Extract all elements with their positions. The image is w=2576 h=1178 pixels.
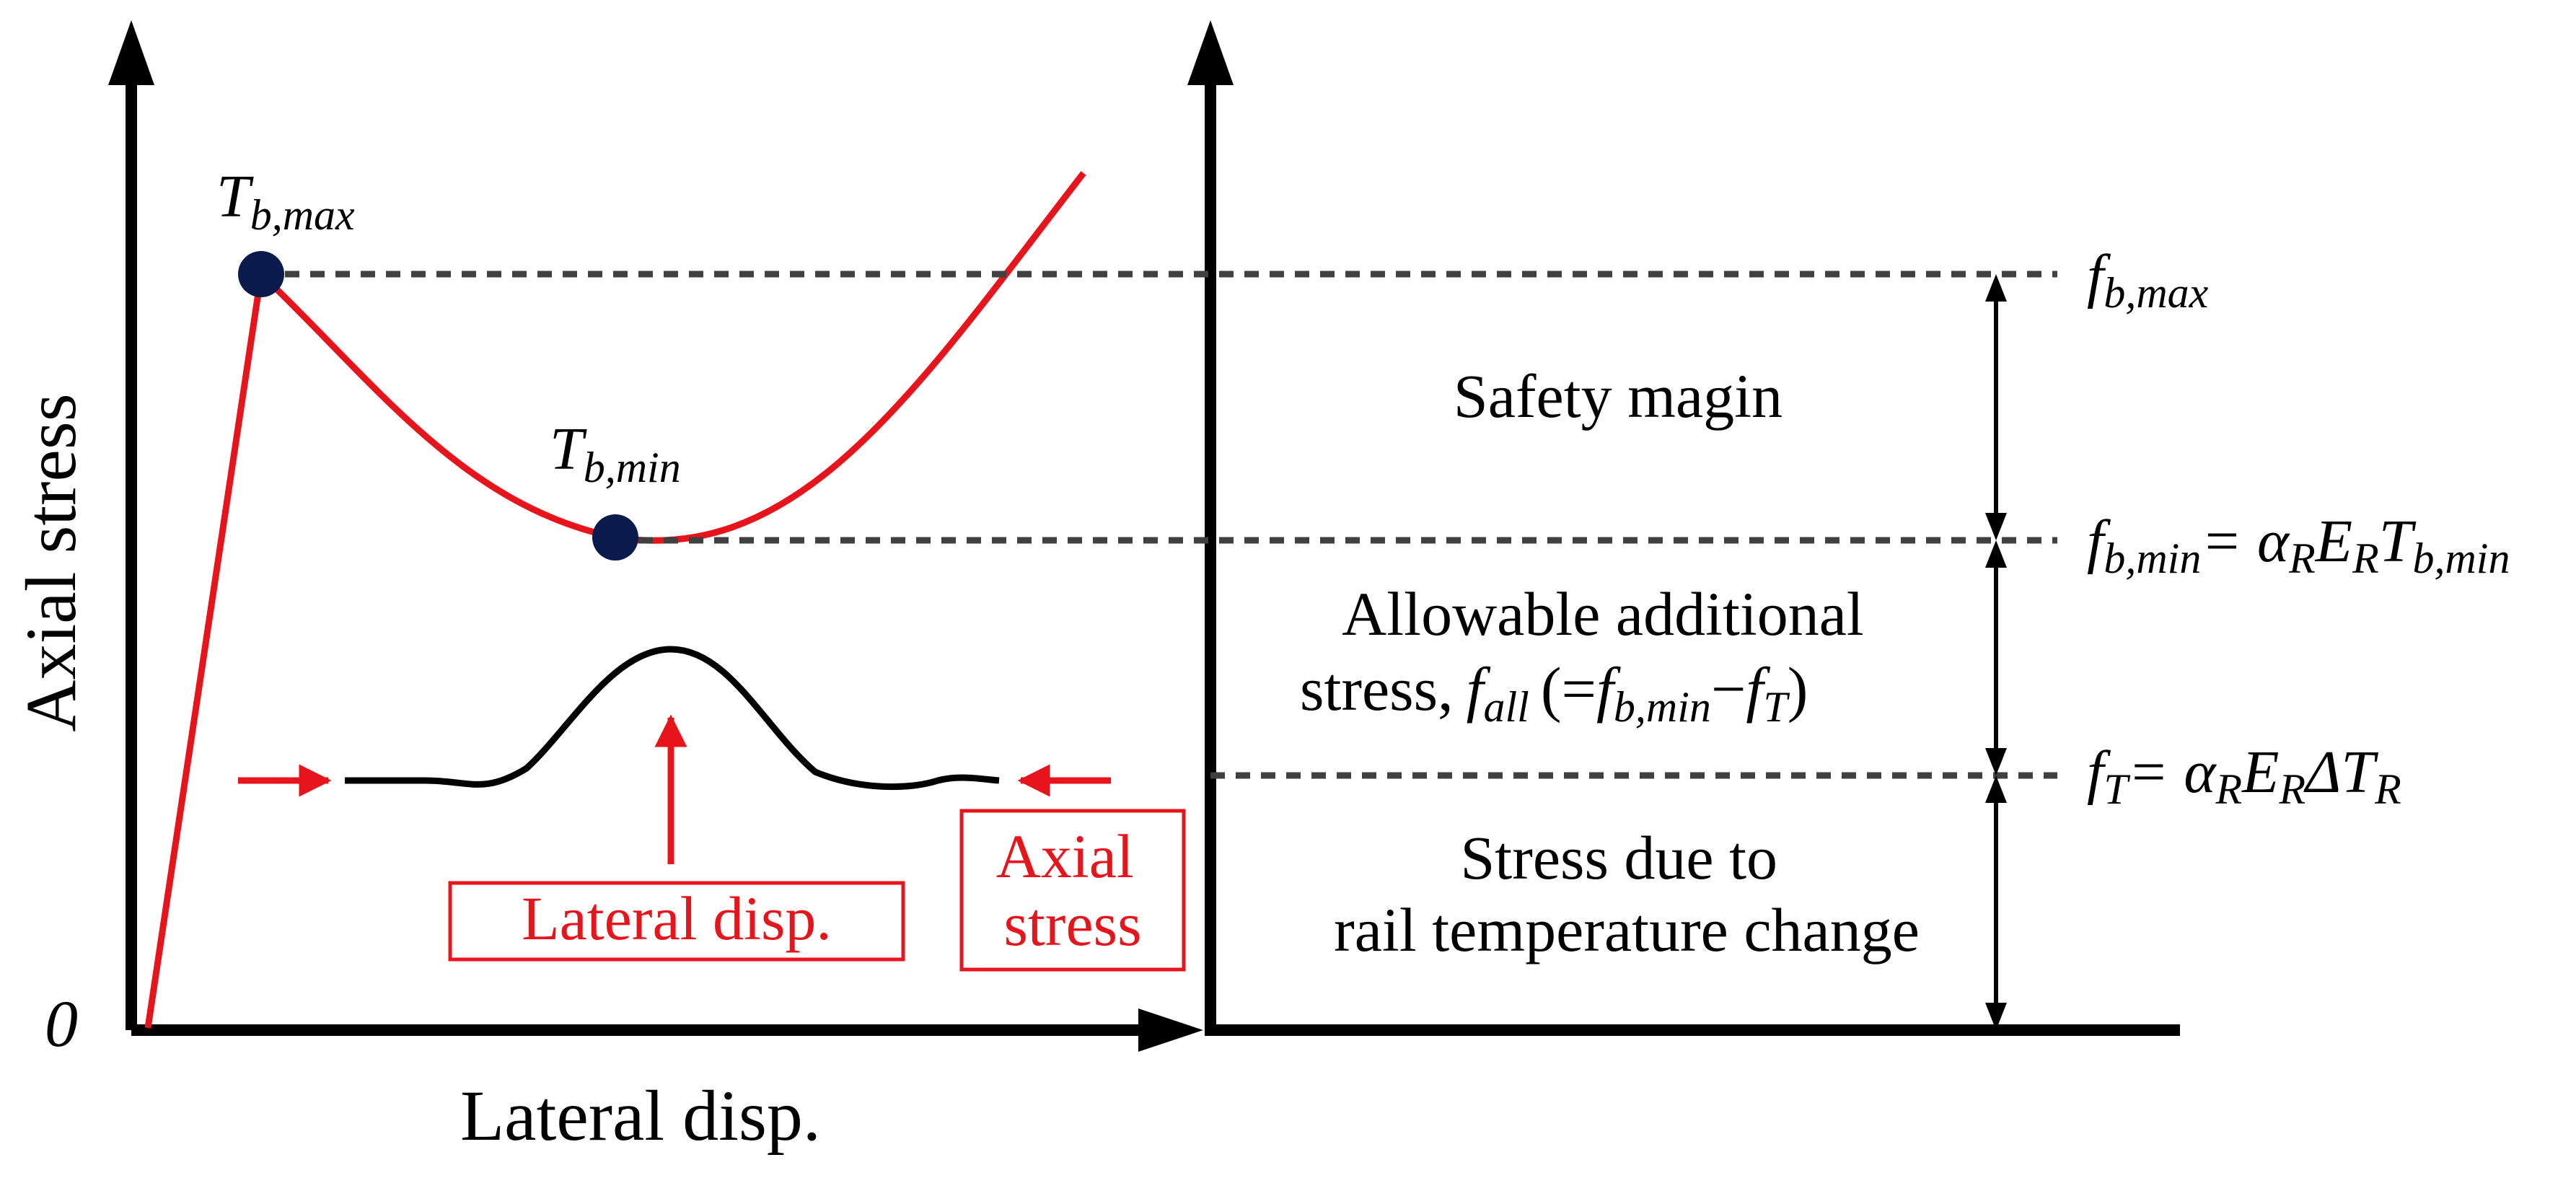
temperature-stress-label: Stress due to rail temperature change [1334,823,1920,964]
left-x-axis-arrowhead [1138,1008,1203,1052]
origin-label: 0 [45,987,78,1060]
left-x-axis-title: Lateral disp. [460,1076,821,1156]
allowable-stress-label-line2: stress,fall(=fb,min−fT) [1300,654,1808,731]
safety-margin-arrow-top [1985,274,2007,302]
buckled-rail-shape [345,646,1000,791]
allowable-stress-arrow-bottom [1985,748,2007,775]
left-y-axis-arrowhead [108,20,154,85]
lateral-disp-label-box [448,881,905,962]
allowable-stress-arrow-top [1985,540,2007,568]
safety-margin-arrow-bottom [1985,513,2007,540]
fb-max-label: fb,max [2087,242,2209,317]
fb-min-label: fb,min= αRERTb,min [2087,508,2510,582]
allowable-stress-label-line1: Allowable additional [1342,579,1864,649]
tb-max-point [238,251,284,297]
axial-stress-label-box [959,809,1186,972]
tb-min-point [592,514,638,561]
temperature-stress-arrow-top [1985,775,2007,803]
right-y-axis-arrowhead [1187,20,1234,85]
tb-min-label: Tb,min [550,416,681,491]
left-y-axis-title: Axial stress [11,393,91,731]
axial-stress-label: Axial stress [996,822,1150,959]
ft-label: fT= αRERΔTR [2087,739,2401,813]
safety-margin-label: Safety magin [1454,361,1782,431]
temperature-stress-arrow-bottom [1985,1003,2007,1030]
tb-max-label: Tb,max [216,163,355,239]
lateral-disp-label: Lateral disp. [522,884,832,953]
